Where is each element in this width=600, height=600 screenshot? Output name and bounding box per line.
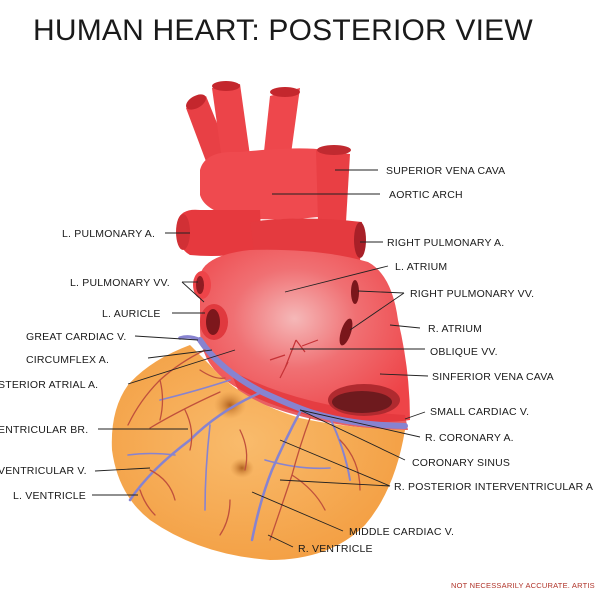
left-pulmonary-artery-end bbox=[176, 214, 190, 250]
label-l-auricle: L. AURICLE bbox=[102, 308, 161, 320]
superior-vena-cava-opening bbox=[317, 145, 351, 155]
label-ventricular-v: VENTRICULAR V. bbox=[0, 465, 87, 477]
leader-inferior-vena-cava bbox=[379, 373, 429, 377]
leader-r-atrium bbox=[389, 324, 421, 329]
aortic-branch-middle bbox=[212, 84, 252, 174]
leader-great-cardiac-v bbox=[134, 335, 199, 341]
ventricles bbox=[111, 345, 406, 560]
label-circumflex-a: CIRCUMFLEX A. bbox=[26, 354, 109, 366]
left-pulmonary-artery bbox=[177, 209, 262, 256]
leader-right-pulmonary-vv-1 bbox=[357, 290, 405, 294]
middle-cardiac-vein bbox=[250, 410, 302, 542]
oblique-veins bbox=[269, 339, 319, 379]
posterior-ventricular-vein bbox=[128, 390, 264, 502]
aortic-branch-right-opening bbox=[270, 87, 300, 97]
leader-l-pulmonary-vv-2 bbox=[181, 281, 205, 303]
aortic-branch-middle-opening bbox=[212, 81, 240, 91]
leader-ventricular-v bbox=[94, 467, 151, 472]
superior-vena-cava bbox=[316, 150, 350, 222]
artery-twig-7 bbox=[219, 499, 231, 536]
vein-branch-d bbox=[204, 424, 211, 511]
label-coronary-sinus: CORONARY SINUS bbox=[412, 457, 510, 469]
label-right-pulmonary-vv: RIGHT PULMONARY VV. bbox=[410, 288, 534, 300]
atria bbox=[193, 249, 410, 430]
right-pulmonary-vein-lower bbox=[339, 318, 353, 346]
aortic-arch bbox=[200, 148, 332, 220]
great-cardiac-vein bbox=[178, 335, 202, 342]
coronary-arteries bbox=[127, 349, 361, 541]
great-vessels bbox=[176, 81, 366, 265]
label-posterior-atrial-a: STERIOR ATRIAL A. bbox=[0, 379, 98, 391]
inferior-vena-cava-lumen bbox=[332, 391, 392, 413]
leader-r-post-interventricular-a-2 bbox=[279, 479, 391, 487]
label-r-coronary-a: R. CORONARY A. bbox=[425, 432, 514, 444]
leader-circumflex-a bbox=[147, 349, 213, 359]
label-r-atrium: R. ATRIUM bbox=[428, 323, 482, 335]
leader-middle-cardiac-v bbox=[251, 491, 344, 532]
aortic-branch-left bbox=[186, 96, 232, 172]
artery-twig-9 bbox=[199, 369, 226, 379]
ventricle-discoloration-1 bbox=[214, 391, 246, 419]
label-l-pulmonary-a: L. PULMONARY A. bbox=[62, 228, 155, 240]
artery-twig-5 bbox=[291, 474, 326, 511]
label-l-atrium: L. ATRIUM bbox=[395, 261, 447, 273]
label-l-ventricle: L. VENTRICLE bbox=[13, 490, 86, 502]
leader-coronary-sinus bbox=[299, 409, 406, 461]
label-great-cardiac-v: GREAT CARDIAC V. bbox=[26, 331, 126, 343]
label-superior-vena-cava: SUPERIOR VENA CAVA bbox=[386, 165, 505, 177]
label-oblique-vv: OBLIQUE VV. bbox=[430, 346, 498, 358]
label-l-pulmonary-vv: L. PULMONARY VV. bbox=[70, 277, 170, 289]
leader-r-ventricle bbox=[267, 534, 294, 548]
artery-twig-8 bbox=[139, 489, 156, 516]
vein-branch-b bbox=[127, 452, 176, 456]
label-aortic-arch: AORTIC ARCH bbox=[389, 189, 463, 201]
label-right-pulmonary-a: RIGHT PULMONARY A. bbox=[387, 237, 504, 249]
artery-twig-3 bbox=[149, 469, 176, 501]
right-pulmonary-artery-end bbox=[354, 222, 366, 258]
artery-twig-2 bbox=[184, 409, 193, 451]
artery-twig-4 bbox=[239, 429, 248, 471]
left-pulmonary-vein-upper-opening bbox=[196, 276, 204, 294]
leader-r-coronary-a bbox=[299, 409, 421, 438]
vein-branch-c bbox=[264, 459, 331, 470]
label-small-cardiac-v: SMALL CARDIAC V. bbox=[430, 406, 529, 418]
disclaimer-text: NOT NECESSARILY ACCURATE. ARTIS bbox=[451, 581, 595, 590]
leader-r-post-interventricular-a-1 bbox=[279, 439, 391, 487]
leader-lines bbox=[92, 169, 429, 548]
leader-l-atrium bbox=[284, 265, 389, 293]
label-ventricular-br: ENTRICULAR BR. bbox=[0, 424, 88, 436]
label-middle-cardiac-v: MIDDLE CARDIAC V. bbox=[349, 526, 454, 538]
vein-branch-a bbox=[159, 379, 231, 401]
leader-small-cardiac-v bbox=[404, 411, 426, 420]
left-auricle-opening bbox=[206, 309, 220, 335]
artery-twig-1 bbox=[159, 379, 164, 421]
label-r-ventricle: R. VENTRICLE bbox=[298, 543, 373, 555]
ventricular-branch bbox=[149, 391, 221, 429]
label-sinferior-vena-cava: SINFERIOR VENA CAVA bbox=[432, 371, 554, 383]
labels: SUPERIOR VENA CAVA AORTIC ARCH L. PULMON… bbox=[0, 165, 593, 555]
aortic-branch-left-opening bbox=[186, 94, 206, 110]
label-r-posterior-interventricular-a: R. POSTERIOR INTERVENTRICULAR A bbox=[394, 481, 593, 493]
ventricle-discoloration-2 bbox=[230, 458, 254, 478]
artery-twig-6 bbox=[339, 439, 361, 491]
page-title: HUMAN HEART: POSTERIOR VIEW bbox=[33, 14, 533, 47]
right-pulmonary-vein-upper bbox=[351, 280, 359, 304]
small-cardiac-vein bbox=[329, 417, 351, 481]
leader-right-pulmonary-vv-2 bbox=[349, 292, 405, 331]
leader-posterior-atrial-a bbox=[127, 349, 236, 385]
ventricles-body bbox=[111, 345, 406, 560]
